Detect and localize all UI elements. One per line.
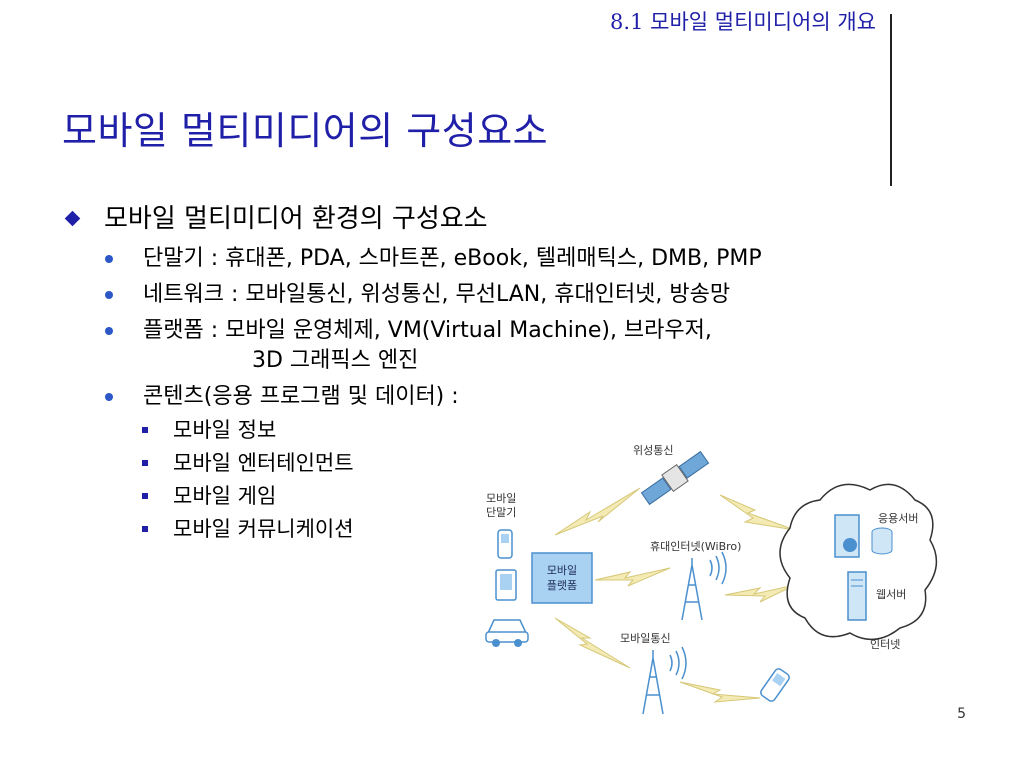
slide-content: 모바일 멀티미디어 환경의 구성요소 단말기 : 휴대폰, PDA, 스마트폰,…: [64, 200, 964, 544]
dot-bullet-icon: [105, 291, 113, 299]
lightning-link-icon: [719, 494, 796, 531]
bullet-platform: 플랫폼 : 모바일 운영체제, VM(Virtual Machine), 브라우…: [64, 316, 964, 376]
label-satellite: 위성통신: [633, 444, 673, 457]
mobile-phone-icon: [497, 529, 513, 559]
slide-title: 모바일 멀티미디어의 구성요소: [62, 109, 549, 153]
subbullet-game: 모바일 게임: [64, 481, 964, 511]
dot-bullet-icon: [105, 393, 113, 401]
bullet-text: 콘텐츠(응용 프로그램 및 데이터) :: [143, 384, 459, 409]
diamond-bullet-icon: [64, 210, 81, 227]
pda-icon: [495, 569, 517, 601]
label-app-server: 응용서버: [878, 512, 918, 525]
label-internet: 인터넷: [870, 638, 900, 651]
label-terminal-line2: 단말기: [486, 506, 516, 519]
lightning-link-icon: [724, 584, 796, 603]
bullet-text: 단말기 : 휴대폰, PDA, 스마트폰, eBook, 텔레매틱스, DMB,…: [143, 246, 762, 271]
label-web-server: 웹서버: [876, 588, 906, 601]
dot-bullet-icon: [105, 255, 113, 263]
label-platform-line2: 플랫폼: [547, 579, 577, 592]
main-bullet-text: 모바일 멀티미디어 환경의 구성요소: [104, 204, 488, 234]
subbullet-text: 모바일 정보: [173, 418, 277, 442]
label-mobile-comm: 모바일통신: [620, 631, 671, 645]
section-header: 8.1 모바일 멀티미디어의 개요: [610, 10, 876, 34]
satellite-icon: [640, 450, 710, 506]
bullet-terminals: 단말기 : 휴대폰, PDA, 스마트폰, eBook, 텔레매틱스, DMB,…: [64, 244, 964, 274]
label-platform-line1: 모바일: [547, 563, 577, 577]
mobile-multimedia-diagram: 위성통신 모바일 단말기 모바일 플랫폼 휴대인터넷(WiBro) 모바일통신: [485, 444, 938, 715]
web-server-icon: [847, 571, 867, 621]
wibro-tower-icon: [681, 551, 727, 621]
square-bullet-icon: [142, 526, 148, 532]
square-bullet-icon: [142, 427, 148, 433]
handheld-phone-icon: [760, 668, 790, 702]
subbullet-text: 모바일 게임: [173, 484, 277, 508]
mobile-comm-tower-icon: [642, 646, 687, 715]
subbullet-communication: 모바일 커뮤니케이션: [64, 514, 964, 544]
label-terminal-line1: 모바일: [486, 491, 516, 505]
page-number: 5: [957, 706, 966, 722]
app-server-icon: [834, 514, 893, 558]
bullet-network: 네트워크 : 모바일통신, 위성통신, 무선LAN, 휴대인터넷, 방송망: [64, 280, 964, 310]
main-bullet: 모바일 멀티미디어 환경의 구성요소: [64, 200, 964, 238]
subbullet-text: 모바일 엔터테인먼트: [173, 451, 354, 475]
lightning-link-icon: [679, 681, 761, 703]
bullet-text: 네트워크 : 모바일통신, 위성통신, 무선LAN, 휴대인터넷, 방송망: [143, 282, 731, 307]
internet-cloud-icon: [779, 483, 938, 641]
bullet-contents: 콘텐츠(응용 프로그램 및 데이터) :: [64, 382, 964, 412]
bullet-continuation: 3D 그래픽스 엔진: [252, 348, 419, 373]
label-wibro: 휴대인터넷(WiBro): [650, 540, 741, 553]
lightning-link-icon: [554, 617, 631, 669]
square-bullet-icon: [142, 493, 148, 499]
lightning-link-icon: [554, 487, 641, 536]
subbullet-entertainment: 모바일 엔터테인먼트: [64, 448, 964, 478]
lightning-link-icon: [594, 567, 671, 587]
subbullet-text: 모바일 커뮤니케이션: [173, 517, 354, 541]
platform-box: [531, 552, 593, 604]
subbullet-info: 모바일 정보: [64, 415, 964, 445]
bullet-text: 플랫폼 : 모바일 운영체제, VM(Virtual Machine), 브라우…: [143, 318, 712, 343]
dot-bullet-icon: [105, 327, 113, 335]
car-icon: [485, 619, 529, 647]
square-bullet-icon: [142, 460, 148, 466]
header-divider: [890, 14, 892, 186]
